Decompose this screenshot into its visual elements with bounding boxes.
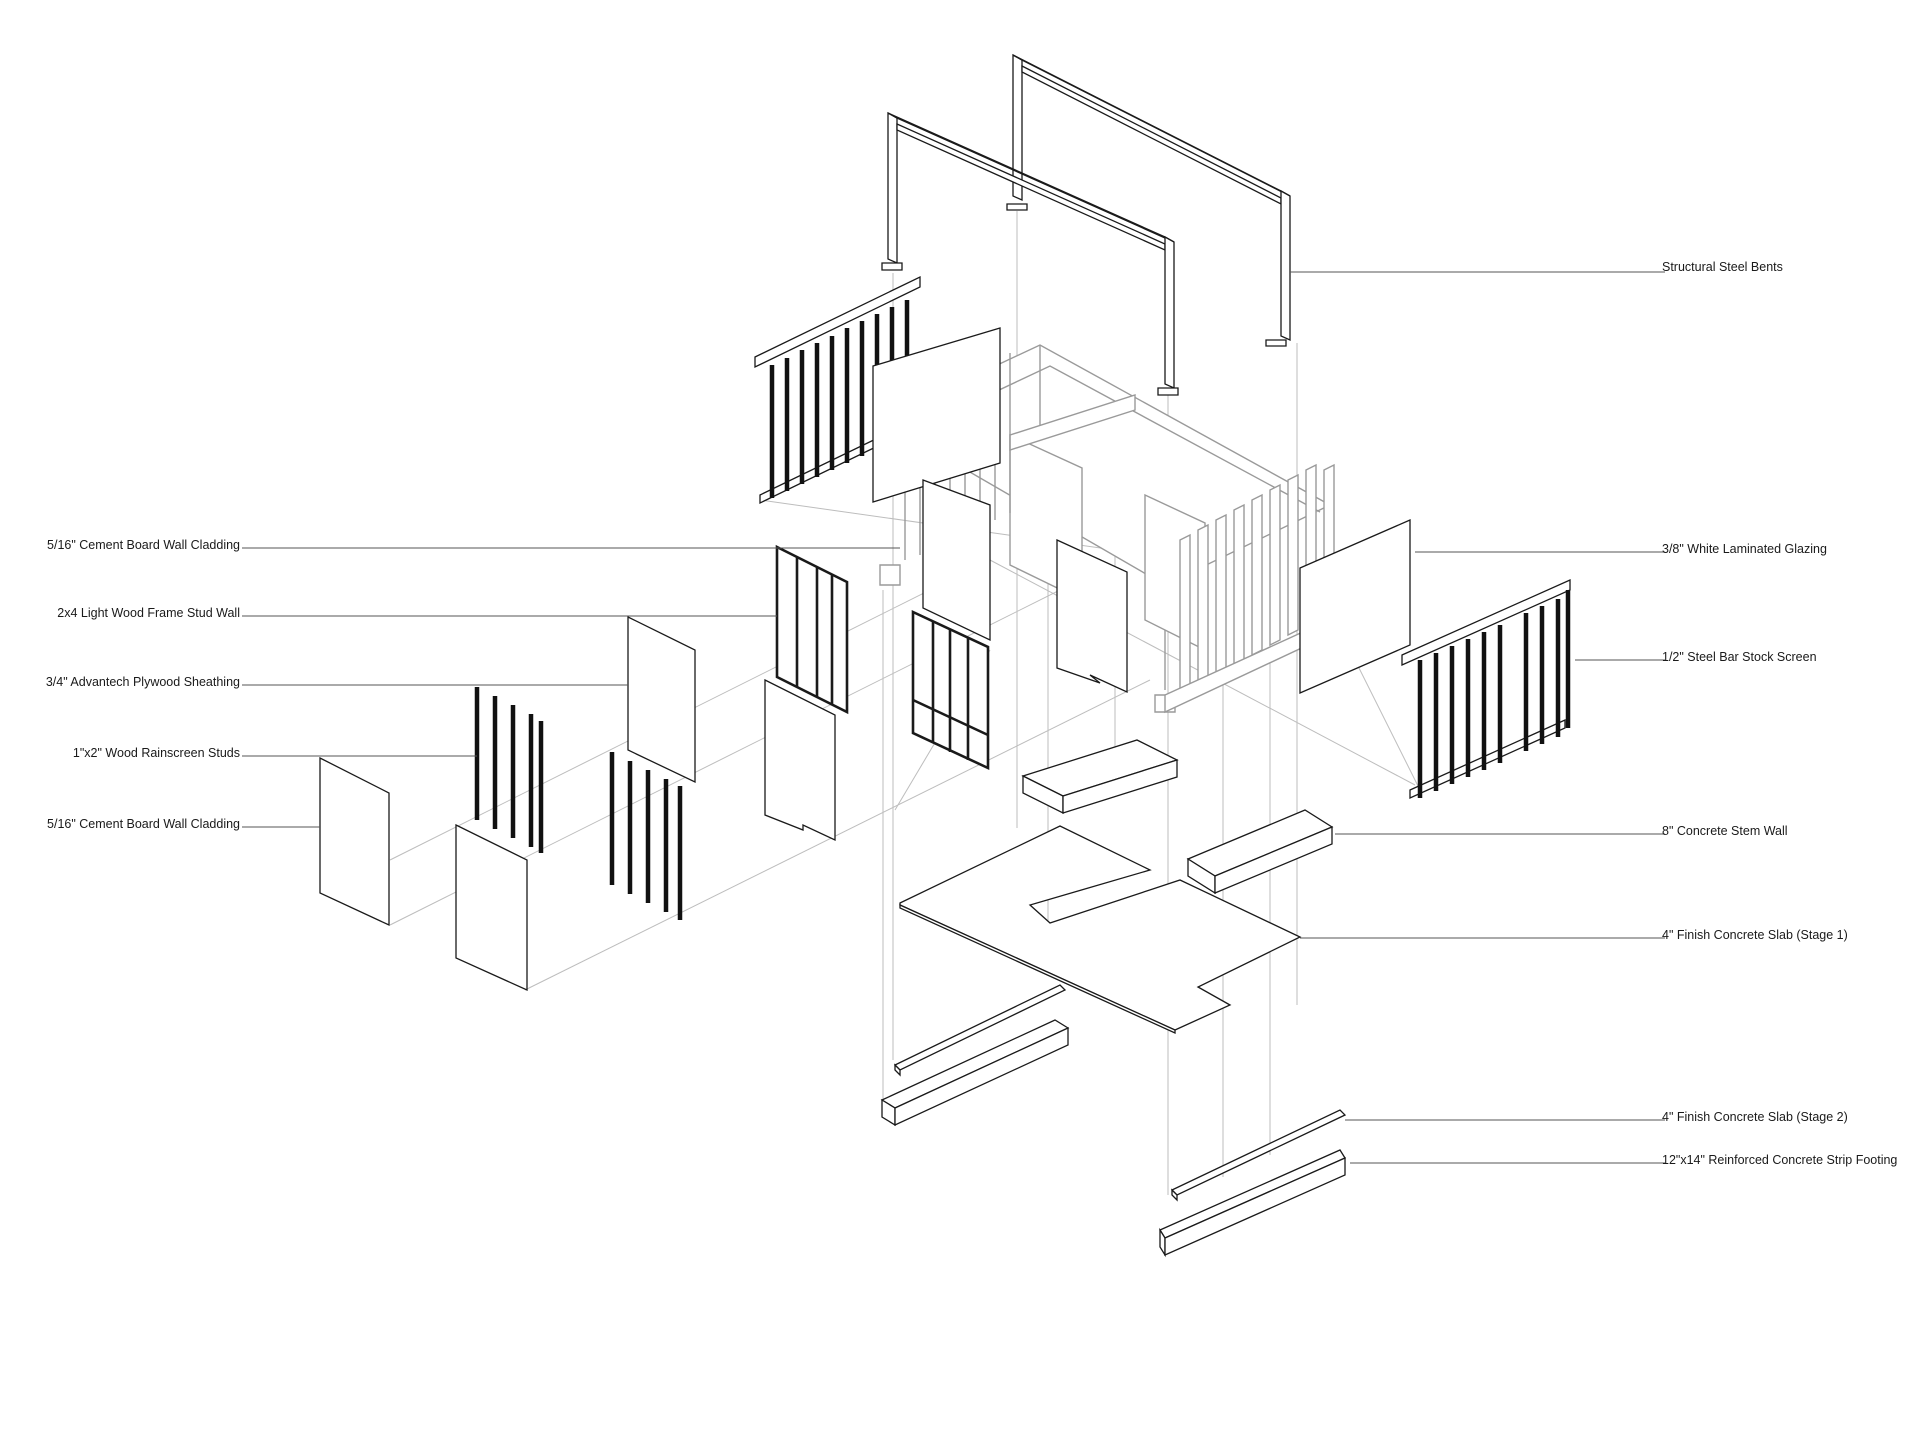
structural-steel-bents	[881, 53, 1291, 396]
label-laminated-glazing: 3/8" White Laminated Glazing	[1662, 542, 1827, 556]
glazing-panels	[872, 327, 1411, 694]
plywood-sheathing-panels	[627, 615, 836, 842]
rainscreen-studs-lower	[609, 752, 683, 920]
stud-wall-upper	[775, 544, 849, 715]
label-strip-footing: 12"x14" Reinforced Concrete Strip Footin…	[1662, 1153, 1898, 1167]
stud-wall-lower	[911, 609, 990, 771]
leader-lines	[242, 271, 1665, 1164]
concrete-strip-footings	[880, 1019, 1346, 1258]
label-stud-wall: 2x4 Light Wood Frame Stud Wall	[57, 606, 240, 620]
label-slab-stage-2: 4" Finish Concrete Slab (Stage 2)	[1662, 1110, 1848, 1124]
finish-concrete-slab-stage-1	[899, 825, 1302, 1035]
finish-concrete-slab-stage-2	[893, 984, 1347, 1202]
label-steel-bar-screen: 1/2" Steel Bar Stock Screen	[1662, 650, 1817, 664]
label-rainscreen-studs: 1"x2" Wood Rainscreen Studs	[72, 746, 240, 760]
label-cement-board-lower: 5/16" Cement Board Wall Cladding	[47, 817, 240, 831]
label-cement-board-upper: 5/16" Cement Board Wall Cladding	[47, 538, 240, 552]
right-steel-bar-screen	[1401, 578, 1571, 800]
cement-board-panels	[319, 756, 528, 992]
rainscreen-studs-upper	[474, 687, 544, 853]
label-slab-stage-1: 4" Finish Concrete Slab (Stage 1)	[1662, 928, 1848, 942]
concrete-stem-walls	[1021, 739, 1334, 895]
label-concrete-stem-wall: 8" Concrete Stem Wall	[1662, 824, 1788, 838]
label-plywood-sheathing: 3/4" Advantech Plywood Sheathing	[45, 675, 240, 689]
label-structural-steel-bents: Structural Steel Bents	[1662, 260, 1783, 274]
